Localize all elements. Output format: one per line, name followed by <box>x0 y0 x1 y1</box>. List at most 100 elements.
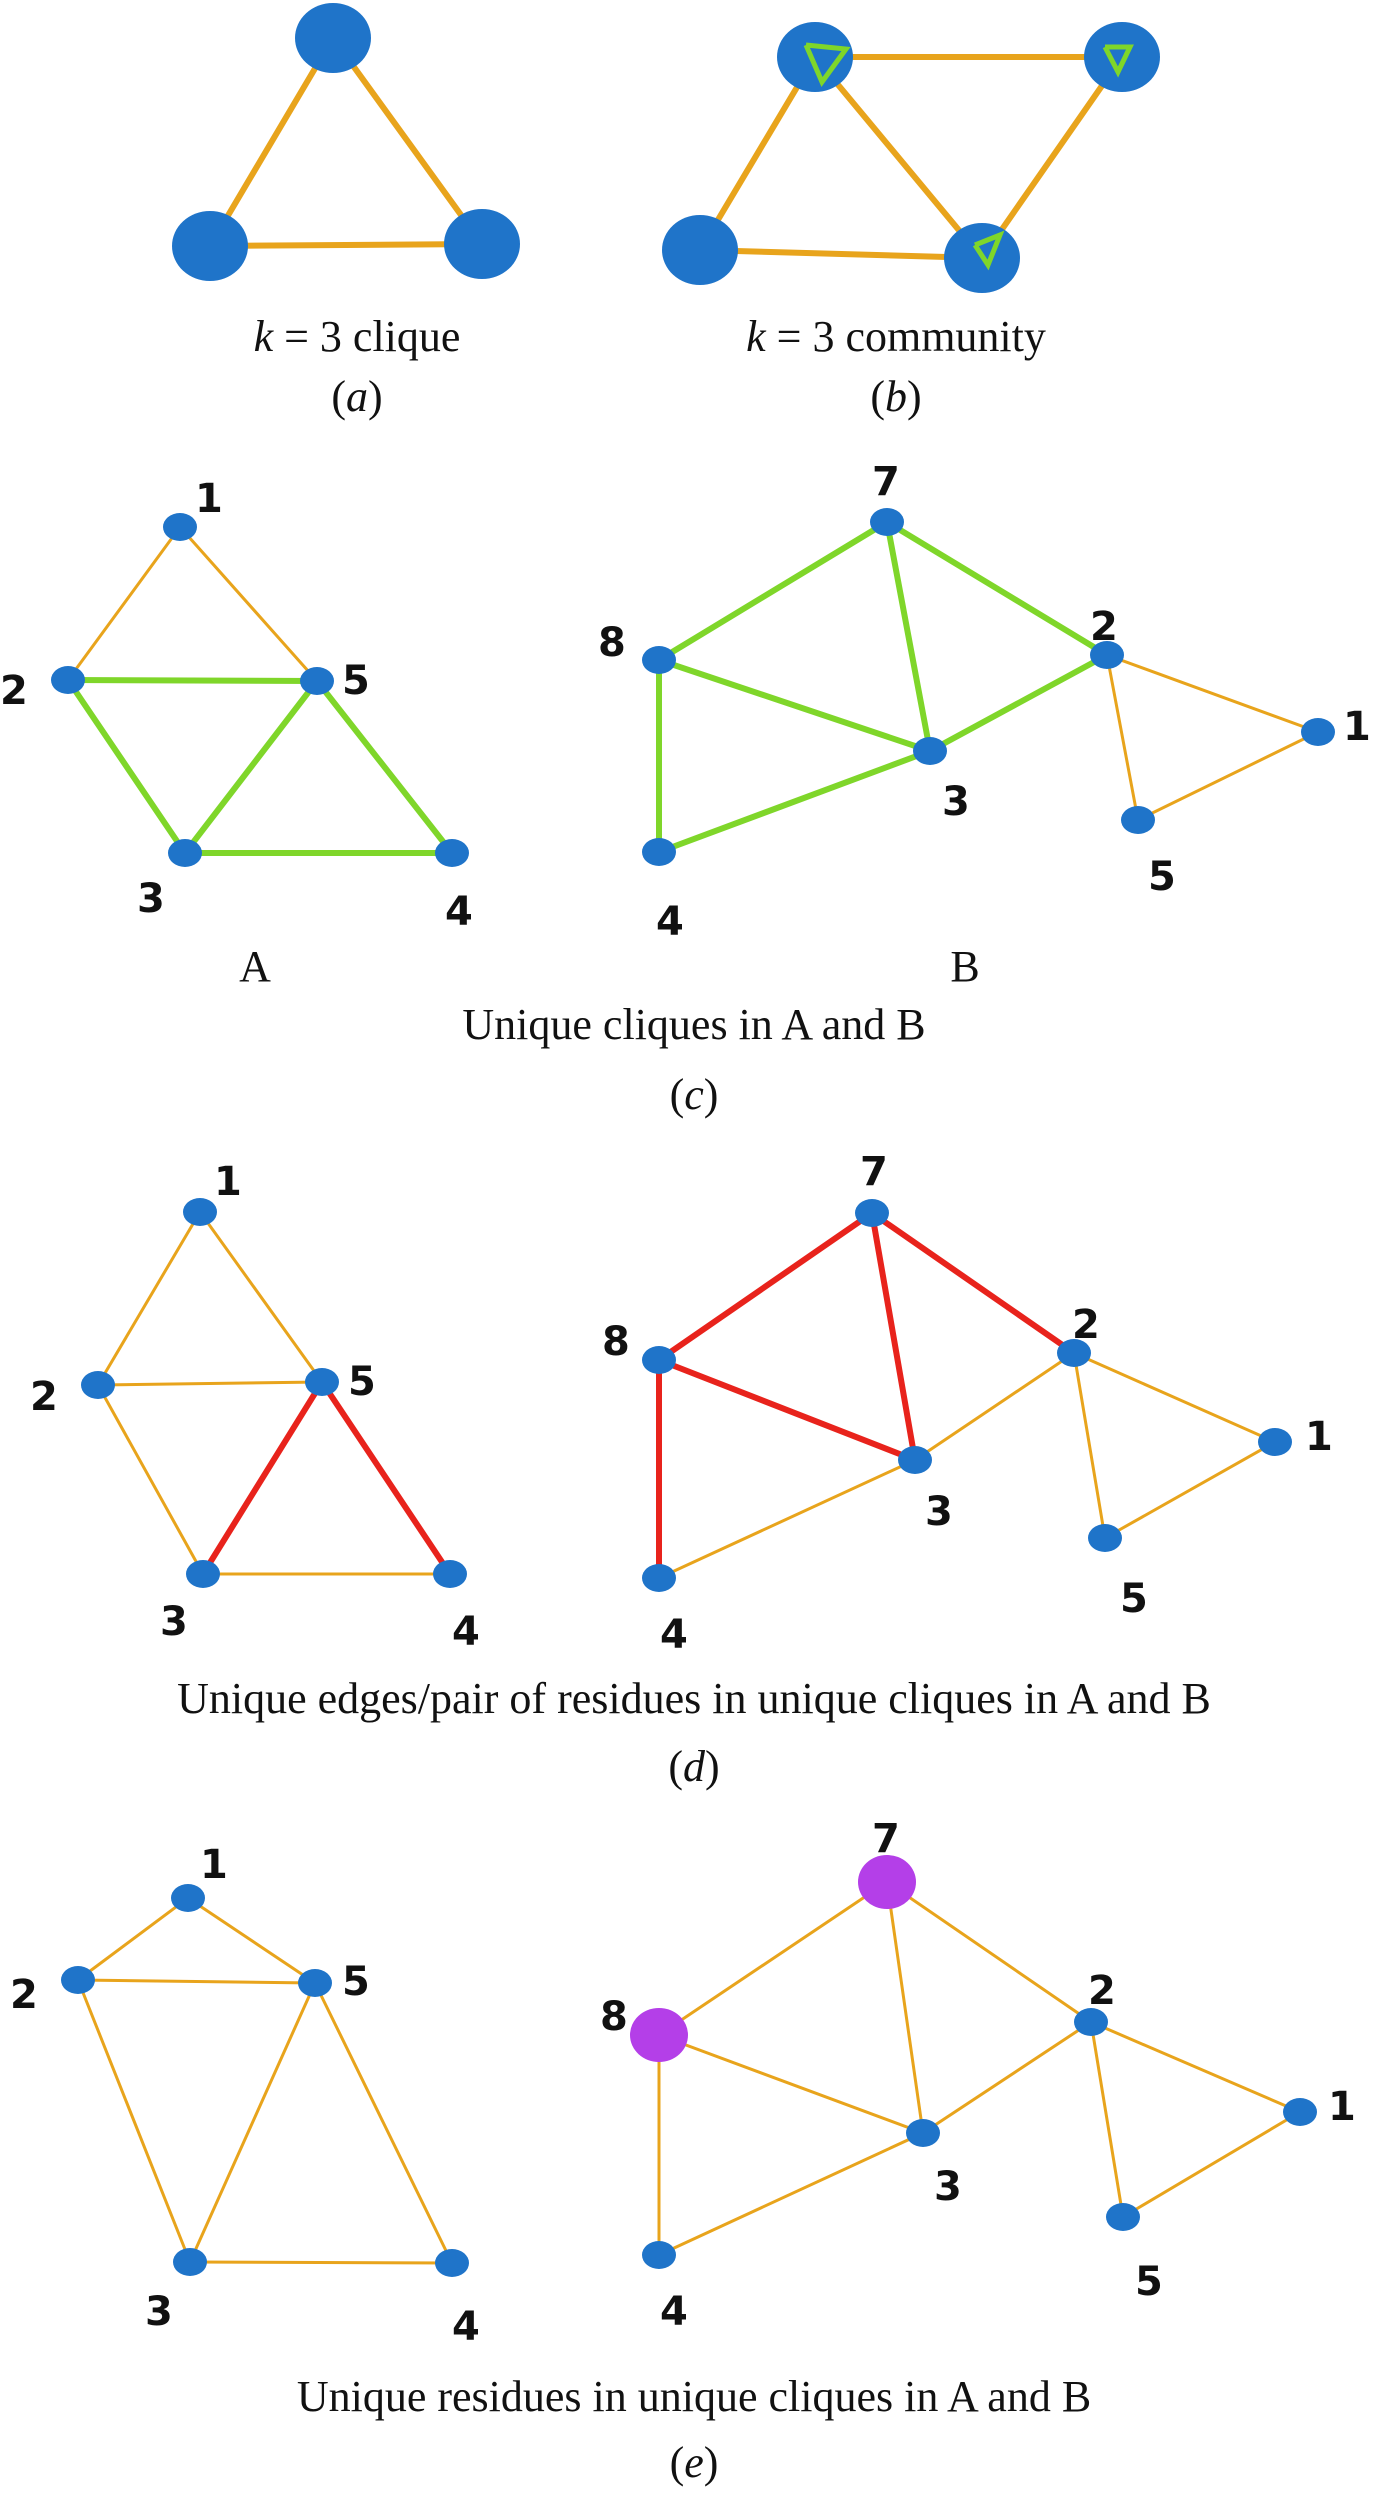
panel-e-graph-a-node-label-3: 3 <box>145 2289 173 2335</box>
panel-e-graph-a-node-2 <box>61 1966 95 1994</box>
panel-c-graph-a-edge-2-5 <box>65 677 320 684</box>
panel-b-node <box>662 215 738 285</box>
panel-e-graph-a-edge-3-4 <box>188 2260 454 2265</box>
graph-a-label: A <box>239 942 271 991</box>
panel-d-graph-a-node-label-5: 5 <box>348 1359 376 1405</box>
panel-d-graph-b-edge-2-5 <box>1072 1351 1107 1540</box>
panel-d-graph-b-node-label-3: 3 <box>925 1489 953 1535</box>
panel-b-title: k = 3 community <box>696 310 1096 364</box>
panel-c-graph-a-edge-1-2 <box>66 525 182 682</box>
panel-e-graph-b-node-label-1: 1 <box>1328 2084 1356 2130</box>
panel-d-graph-b-edge-4-3 <box>657 1458 917 1580</box>
panel-e-graph-b-node-7 <box>858 1855 916 1909</box>
panel-e-graph-b-edge-7-3 <box>885 1880 925 2135</box>
panel-b-clique-marker <box>972 230 1005 271</box>
panel-d-graph-a-node-4 <box>433 1560 467 1588</box>
panel-d-graph-a-node-2 <box>81 1371 115 1399</box>
panel-d-graph-b-node-5 <box>1088 1524 1122 1552</box>
panel-c-graph-b-edge-7-8 <box>656 519 890 663</box>
panel-c-graph-b-edge-3-2 <box>927 652 1110 754</box>
panel-c-letter: (c) <box>669 1070 719 1119</box>
panel-a-k: k <box>253 312 274 361</box>
panel-c-graph-a-node-4 <box>435 839 469 867</box>
panel-c-graph-b-node-label-3: 3 <box>942 779 970 825</box>
panel-e-graph-a-node-label-2: 2 <box>10 1972 38 2018</box>
panel-d-graph-b-node-label-1: 1 <box>1305 1414 1333 1460</box>
panel-d-graph-a-edge-1-5 <box>198 1210 324 1384</box>
panel-c-graph-a-edge-2-3 <box>65 677 188 856</box>
panel-e-graph-a-node-label-5: 5 <box>342 1959 370 2005</box>
panel-a-edge <box>207 241 485 249</box>
panel-b-letter-text: b <box>885 372 907 421</box>
panel-d-graph-b-node-2 <box>1057 1339 1091 1367</box>
panel-e-graph-a-edge-2-5 <box>76 1978 317 1985</box>
panel-e-graph-a-node-1 <box>171 1884 205 1912</box>
panel-c-graph-b-node-4 <box>642 838 676 866</box>
panel-e-graph-a-node-3 <box>173 2248 207 2276</box>
panel-a-node <box>172 211 248 281</box>
panel-b-letter: (b) <box>870 372 922 421</box>
panel-e-graph-a-node-label-4: 4 <box>452 2304 480 2350</box>
panel-e-graph-b-node-5 <box>1106 2203 1140 2231</box>
panel-e-graph-a-edge-2-3 <box>76 1978 192 2264</box>
panel-d-graph-b-edge-5-1 <box>1103 1440 1277 1540</box>
panel-e-graph-a-node-5 <box>298 1969 332 1997</box>
panel-e-graph-a-edge-4-5 <box>313 1981 454 2265</box>
panel-e-graph-b-node-label-7: 7 <box>872 1816 900 1862</box>
panel-c-graph-b-edge-7-3 <box>884 519 933 754</box>
panel-b-edge <box>979 54 1125 261</box>
panel-c-graph-b-edge-7-2 <box>884 519 1110 658</box>
panel-c-graph-b-node-label-4: 4 <box>656 899 684 945</box>
panel-b-k: k <box>746 312 766 361</box>
graph-b-label: B <box>950 942 980 991</box>
panel-c-graph-a-node-2 <box>51 666 85 694</box>
panel-c-graph-a-node-label-3: 3 <box>137 876 165 922</box>
panel-d-graph-b-node-label-8: 8 <box>602 1319 630 1365</box>
panel-b-edge <box>697 247 985 261</box>
panel-c-graph-a-node-label-1: 1 <box>195 476 223 522</box>
panel-e-graph-b-node-label-8: 8 <box>600 1994 628 2040</box>
panel-c-graph-b-node-2 <box>1090 641 1124 669</box>
panel-d-graph-b-node-label-5: 5 <box>1120 1576 1148 1622</box>
panel-d-graph-b-node-8 <box>642 1346 676 1374</box>
panel-e-graph-a-edge-1-5 <box>186 1896 317 1985</box>
panel-d-graph-a-edge-4-5 <box>319 1379 453 1577</box>
panel-c-graph-b-node-label-2: 2 <box>1090 604 1118 650</box>
panel-d-graph-b-edge-7-8 <box>656 1210 875 1363</box>
panel-c-graph-a-edge-1-5 <box>178 525 319 683</box>
panel-a-rest: = 3 clique <box>273 312 461 361</box>
panel-c-graph-b-node-1 <box>1301 718 1335 746</box>
panel-c-letter-text: c <box>684 1070 704 1119</box>
panel-d-graph-b-node-4 <box>642 1564 676 1592</box>
panel-e-graph-b-edge-5-1 <box>1121 2110 1302 2219</box>
panel-e-graph-b-edge-4-3 <box>657 2131 925 2257</box>
panel-e-graph-b-edge-7-8 <box>657 1880 889 2037</box>
panel-c-caption: Unique cliques in A and B <box>462 1000 926 1049</box>
panel-d-graph-a-node-3 <box>186 1560 220 1588</box>
panel-a-edge <box>207 35 336 249</box>
panel-d-caption: Unique edges/pair of residues in unique … <box>177 1674 1211 1723</box>
panel-c-graph-b-node-3 <box>913 737 947 765</box>
panel-d-graph-b-node-label-7: 7 <box>860 1149 888 1195</box>
panel-b-node <box>777 22 853 92</box>
panel-b-edge <box>812 54 985 261</box>
panel-b-node <box>1084 22 1160 92</box>
panel-b-clique-marker <box>1102 44 1134 78</box>
panel-c-graph-b-edge-4-3 <box>656 748 933 855</box>
panel-c-graph-b-node-label-8: 8 <box>598 620 626 666</box>
panel-d-graph-b-edge-7-2 <box>869 1210 1077 1356</box>
panel-e-graph-b-node-3 <box>906 2119 940 2147</box>
panel-d-graph-a-node-label-3: 3 <box>160 1599 188 1645</box>
panel-e-graph-a-node-label-1: 1 <box>200 1842 228 1888</box>
panel-d-graph-a-node-label-1: 1 <box>214 1159 242 1205</box>
panel-d-graph-b-node-7 <box>855 1199 889 1227</box>
panel-a-title: k = 3 clique <box>157 310 557 364</box>
panel-c-graph-b-edge-8-3 <box>656 657 933 754</box>
panel-d-graph-b-edge-2-1 <box>1072 1351 1277 1444</box>
panel-a-node <box>444 209 520 279</box>
panel-c-graph-b-node-label-5: 5 <box>1148 854 1176 900</box>
panel-d-graph-b-node-label-4: 4 <box>660 1612 688 1658</box>
panel-d-letter: (d) <box>668 1742 720 1791</box>
panel-e-graph-b-edge-8-3 <box>657 2033 925 2135</box>
